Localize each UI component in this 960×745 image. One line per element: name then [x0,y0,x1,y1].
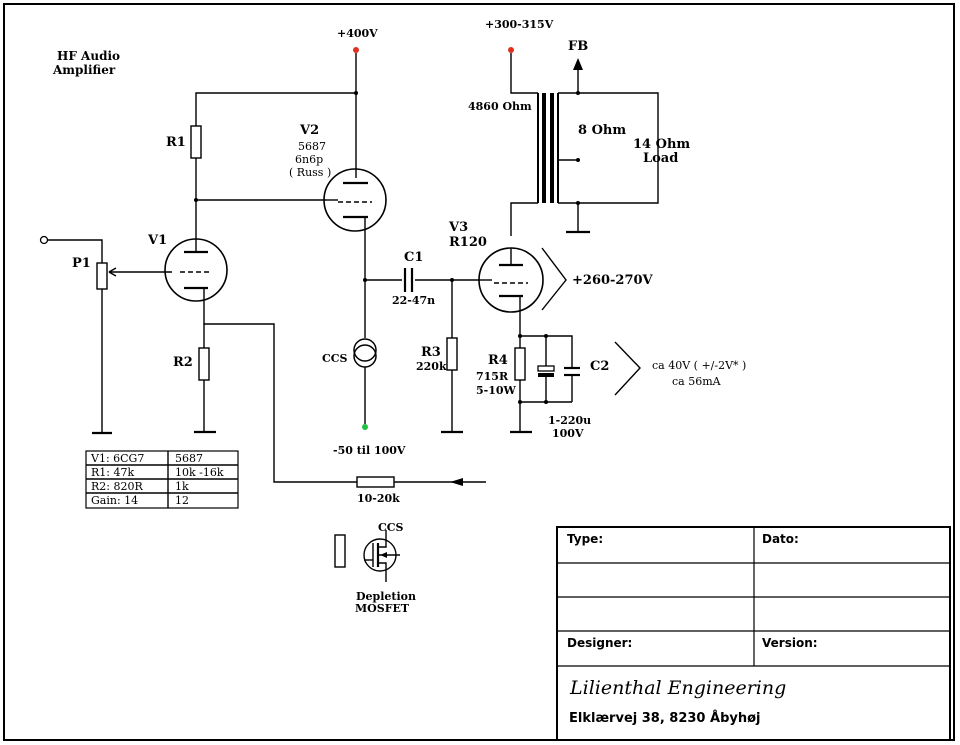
bias-current-label: ca 56mA [672,375,722,388]
v3-type: R120 [449,235,487,250]
c2-value2: 100V [552,427,584,440]
mosfet-gate-resistor [334,534,346,568]
v2-type3: ( Russ ) [289,166,331,179]
date-label: Dato: [762,532,799,546]
table-r3-c1: 12 [175,494,189,507]
r3-value: 220k [416,360,447,373]
c2-electrolytic-capacitor [537,336,555,402]
v2-supply-label: +400V [337,27,378,40]
table-r0-c1: 5687 [175,452,203,465]
c1-label: C1 [404,250,423,265]
c2-film-capacitor [564,366,580,402]
table-r1-c1: 10k -16k [175,466,224,479]
v1-label: V1 [147,233,167,248]
input-terminal [39,235,49,245]
mosfet-ccs-label: CCS [378,521,404,534]
c2-label: C2 [590,359,609,374]
component-table [85,450,239,509]
table-r1-c0: R1: 47k [91,466,134,479]
r2-resistor [198,347,210,381]
r1-label: R1 [166,135,186,150]
r4-value1: 715R [476,370,509,383]
c2-value1: 1-220u [548,414,591,427]
version-label: Version: [762,636,818,650]
ccs-label: CCS [322,352,348,365]
v2-type1: 5687 [298,140,326,153]
company-signature: Lilienthal Engineering [569,677,786,699]
v3-label: V3 [448,220,468,235]
v3-tube [478,247,544,336]
r2-label: R2 [173,355,193,370]
r4-value2: 5-10W [476,384,517,397]
feedback-resistor-label: 10-20k [357,492,400,505]
designer-label: Designer: [567,636,632,650]
ccs-supply-terminal [362,424,368,430]
v3-supply-label: +300-315V [485,18,554,31]
ccs-supply-label: -50 til 100V [333,444,406,457]
v2-supply-terminal [353,47,359,53]
depletion-mosfet [363,530,400,582]
table-r2-c1: 1k [175,480,189,493]
sheet-border [3,3,955,741]
load-label-line2: Load [643,151,678,166]
load-label-line1: 14 Ohm [633,137,690,152]
mosfet-label-line1: Depletion [356,590,416,603]
r4-resistor [514,347,526,381]
r3-resistor [446,337,458,371]
xfmr-secondary-label: 8 Ohm [578,123,626,138]
v1-tube [164,238,228,302]
r3-label: R3 [421,345,441,360]
r4-label: R4 [488,353,508,368]
r1-resistor [190,125,202,159]
feedback-resistor [356,476,395,488]
company-address: Elklærvej 38, 8230 Åbyhøj [569,710,761,726]
table-r2-c0: R2: 820R [91,480,143,493]
v2-label: V2 [299,123,319,138]
title-line1: HF Audio [57,49,120,63]
fb-label: FB [568,39,588,54]
title-line2: Amplifier [52,63,116,77]
p1-label: P1 [72,256,91,271]
v2-tube [323,168,387,232]
bias-voltage-label: ca 40V ( +/-2V* ) [652,359,746,372]
v2-type2: 6n6p [295,153,323,166]
table-r3-c0: Gain: 14 [91,494,138,507]
ccs-source [353,338,377,368]
v3-supply-terminal [508,47,514,53]
c1-capacitor [403,268,414,292]
c1-value: 22-47n [392,294,435,307]
type-label: Type: [567,532,603,546]
v3-cathode-label: +260-270V [572,273,654,288]
p1-potentiometer [96,262,108,290]
mosfet-label-line2: MOSFET [355,602,410,615]
xfmr-primary-label: 4860 Ohm [468,100,532,113]
table-r0-c0: V1: 6CG7 [90,452,144,465]
output-transformer [537,93,559,203]
title-block [556,526,951,741]
